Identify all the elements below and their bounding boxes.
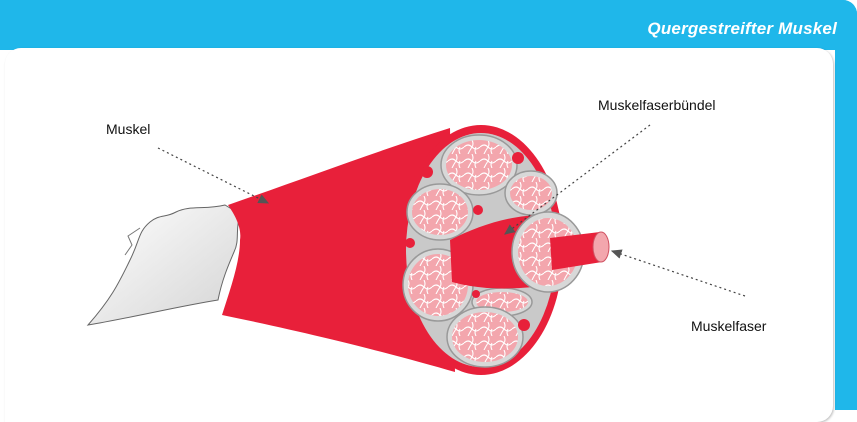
leader-muskelfaser [612,251,745,296]
label-muskelfaser: Muskelfaser [691,318,766,334]
label-muskel: Muskel [106,121,150,137]
tendon [88,205,240,325]
label-muskelfaserbuendel: Muskelfaserbündel [598,97,716,113]
muscle-fiber-end [593,232,609,262]
leader-muskel [158,148,268,203]
